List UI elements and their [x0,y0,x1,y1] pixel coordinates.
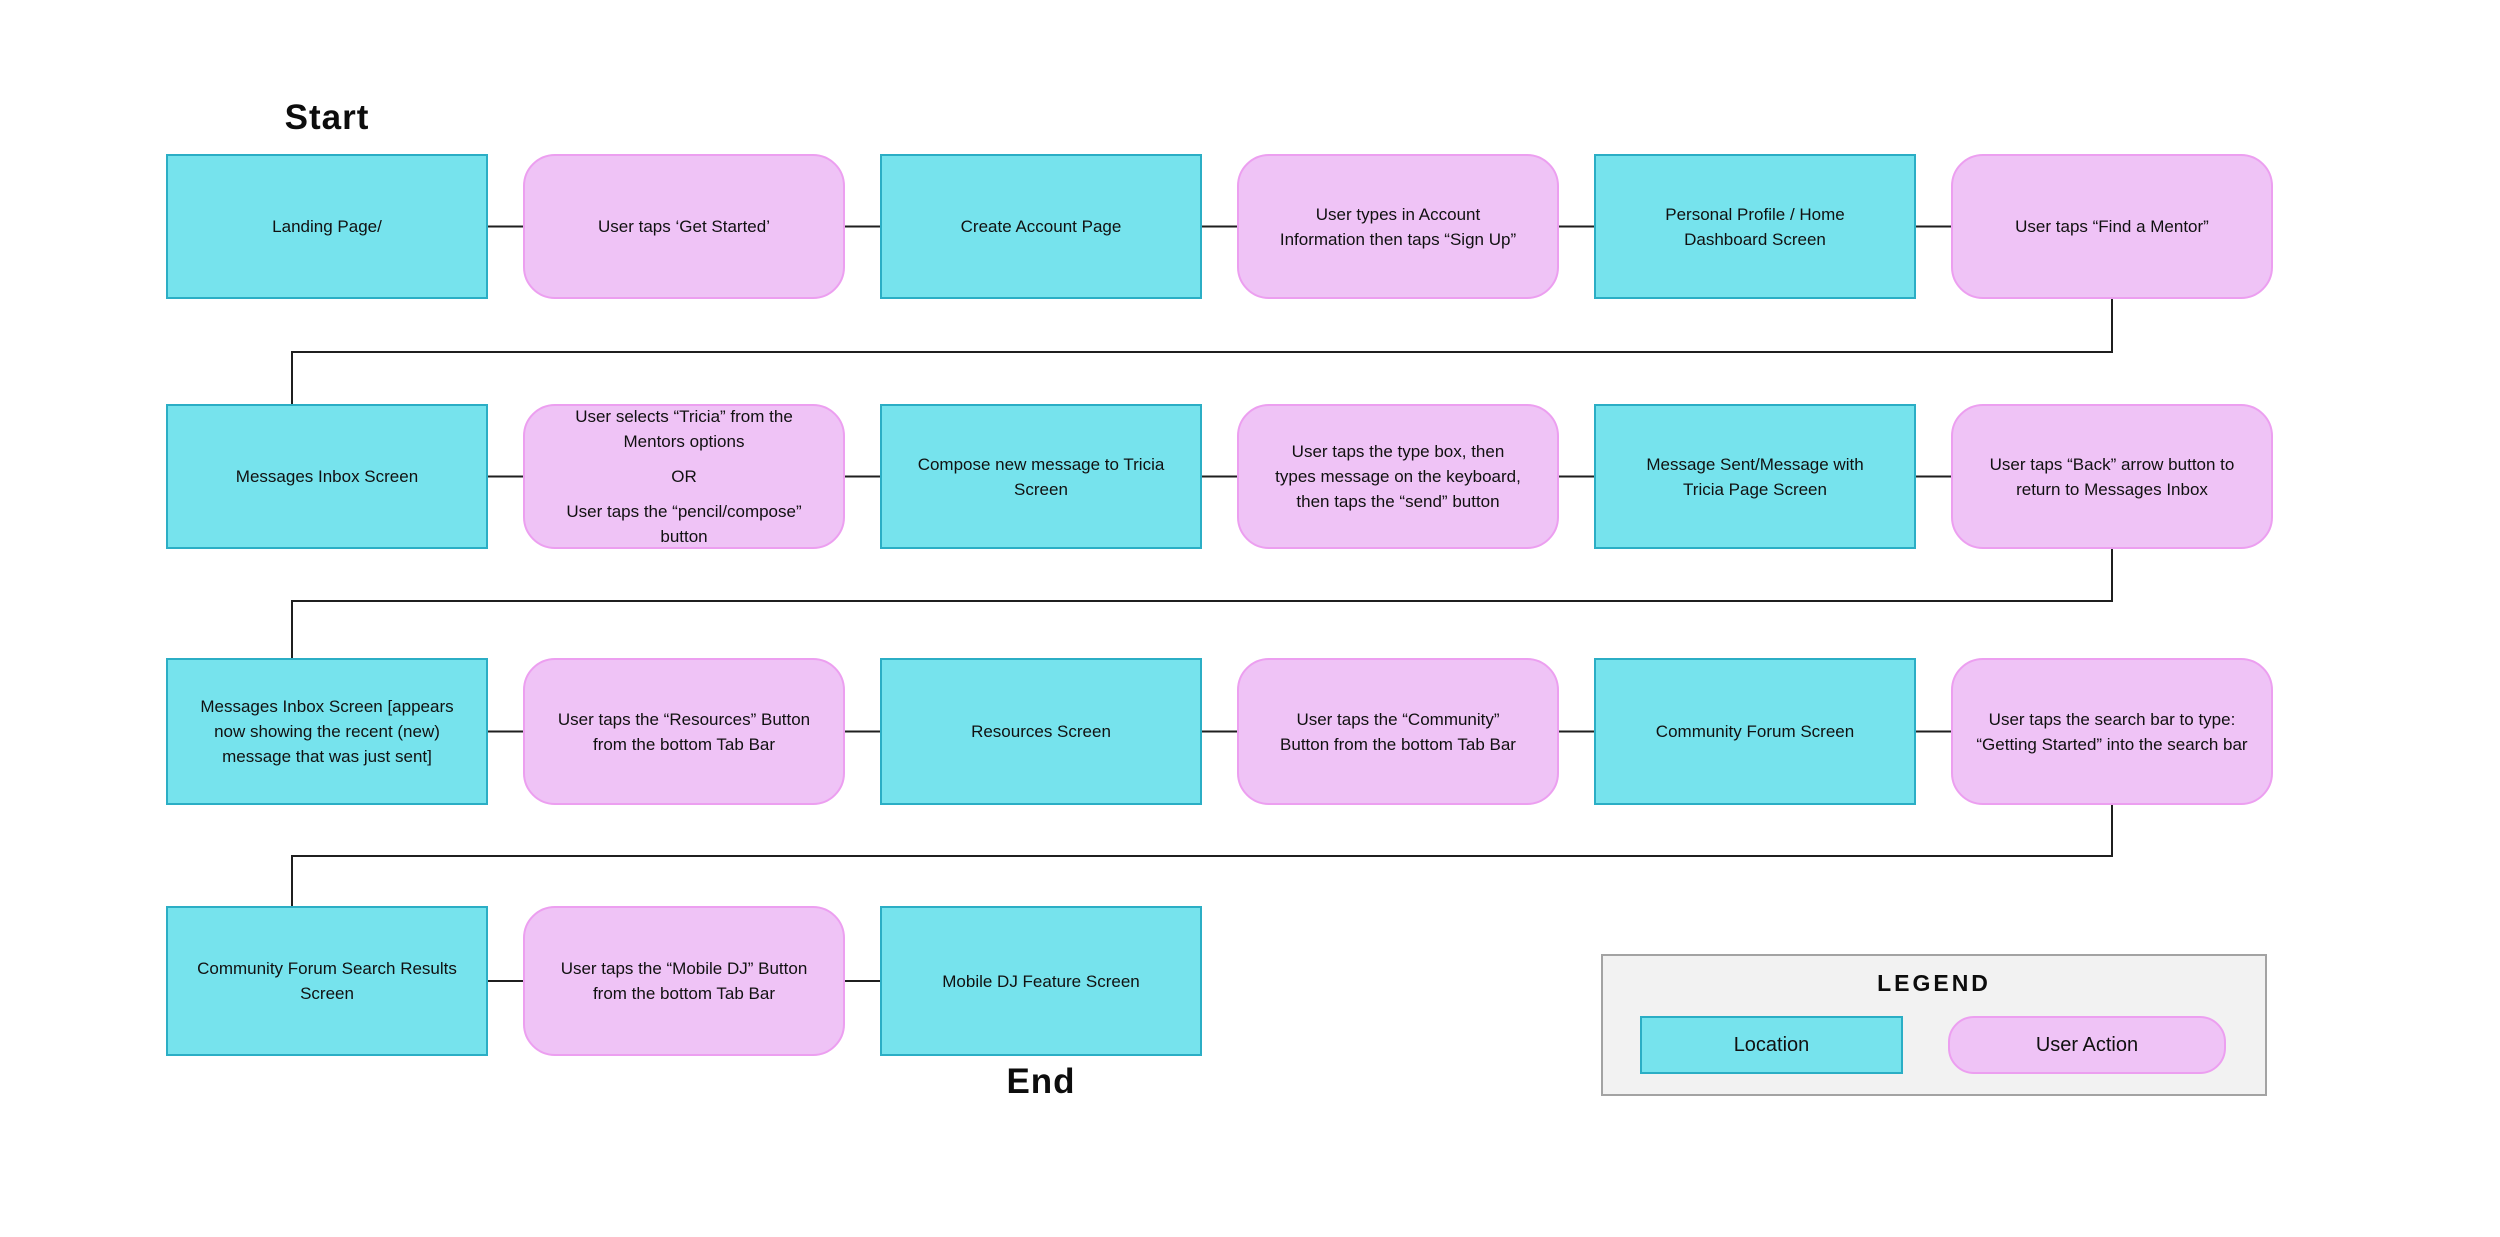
node-r3c2-user-action: User taps the “Resources” Button from the… [523,658,845,805]
legend-user-action-swatch: User Action [1948,1016,2226,1074]
node-text: Landing Page/ [272,214,382,239]
node-text-line: Create Account Page [960,217,1122,236]
node-r3c4-user-action: User taps the “Community” Button from the… [1237,658,1559,805]
node-text-line: Resources Screen [971,722,1111,741]
node-r2c4-user-action: User taps the type box, then types messag… [1237,404,1559,549]
node-text-line: from the bottom Tab Bar [592,734,776,754]
node-text-line: User taps ‘Get Started’ [598,217,770,236]
node-r3c1-location: Messages Inbox Screen [appears now showin… [166,658,488,805]
start-label: Start [284,98,370,137]
node-text-line: User taps the “Mobile DJ” Button [560,959,808,978]
node-text-line: Button from the bottom Tab Bar [1280,734,1516,754]
node-text: User taps “Find a Mentor” [2015,214,2209,239]
connector-row3-to-row4 [291,805,2113,906]
node-text-line: types message on the keyboard, [1275,467,1521,486]
node-r4c3-location: Mobile DJ Feature Screen [880,906,1202,1056]
node-text-line: User taps the “Community” [1296,709,1500,729]
node-text-line: Landing Page/ [272,217,382,236]
legend-location-swatch: Location [1640,1016,1903,1074]
legend-location-label: Location [1733,1033,1810,1056]
node-r1c3-location: Create Account Page [880,154,1202,299]
node-text-line: Mentors options [623,432,745,451]
node-text-line: Dashboard Screen [1684,229,1826,249]
node-text-line: Mobile DJ Feature Screen [942,971,1140,991]
node-text-line: Screen [1014,479,1068,499]
node-text-line: Message Sent/Message with [1646,454,1864,474]
node-text-line: Community Forum Screen [1655,722,1855,741]
legend: LEGEND Location User Action [1601,954,2267,1096]
node-text-line: Information then taps “Sign Up” [1279,229,1517,249]
node-text: User taps the “pencil/compose” button [566,499,801,549]
node-text: User taps the type box, then types messag… [1275,439,1521,514]
node-text: Messages Inbox Screen [appears now showin… [200,694,453,769]
node-text-line: message that was just sent] [222,747,432,766]
node-text: Mobile DJ Feature Screen [942,969,1139,994]
node-text-line: Tricia Page Screen [1683,479,1827,499]
node-text-line: Messages Inbox Screen [appears [200,697,454,716]
node-text: User taps the “Resources” Button from the… [558,707,810,757]
legend-title: LEGEND [1877,970,1991,996]
node-r1c6-user-action: User taps “Find a Mentor” [1951,154,2273,299]
node-text-line: return to Messages Inbox [2016,479,2208,499]
node-text: User taps the search bar to type: “Gettin… [1976,707,2247,757]
node-text-line: Personal Profile / Home [1665,204,1845,224]
node-text-line: User taps the “pencil/compose” [566,502,802,521]
node-text: User taps ‘Get Started’ [598,214,770,239]
node-text-line: User taps the “Resources” Button [557,709,811,729]
node-text-line: from the bottom Tab Bar [592,984,776,1003]
node-text-line: now showing the recent (new) [214,722,440,741]
node-text-line: “Getting Started” into the search bar [1976,734,2248,754]
node-text-line: User taps “Find a Mentor” [2015,217,2209,236]
connector-row2-to-row3 [291,549,2113,658]
node-r1c2-user-action: User taps ‘Get Started’ [523,154,845,299]
node-text-line: button [660,527,708,546]
node-text: User taps the “Mobile DJ” Button from the… [561,956,808,1006]
node-text: User taps the “Community” Button from the… [1280,707,1516,757]
node-text: Resources Screen [971,719,1111,744]
node-text-line: Screen [300,984,354,1003]
node-text-line: User taps “Back” arrow button to [1989,454,2235,474]
node-r3c5-location: Community Forum Screen [1594,658,1916,805]
legend-user-action-label: User Action [2035,1033,2139,1056]
node-text: Messages Inbox Screen [236,464,418,489]
node-r3c3-location: Resources Screen [880,658,1202,805]
node-text-line: User selects “Tricia” from the [575,407,793,426]
node-text-line: Messages Inbox Screen [235,467,419,486]
node-r1c1-location: Landing Page/ [166,154,488,299]
node-text-line: User types in Account [1315,204,1481,224]
connector-row1-to-row2 [291,299,2113,404]
end-label: End [1006,1062,1076,1101]
node-text-line: User taps the type box, then [1291,442,1505,461]
node-text: User taps “Back” arrow button to return t… [1990,452,2235,502]
node-r2c6-user-action: User taps “Back” arrow button to return t… [1951,404,2273,549]
node-text: Community Forum Screen [1656,719,1854,744]
node-text-line: then taps the “send” button [1296,492,1500,511]
node-r4c2-user-action: User taps the “Mobile DJ” Button from the… [523,906,845,1056]
node-text-line: Community Forum Search Results [197,959,457,978]
node-text: Create Account Page [961,214,1122,239]
node-text-line: OR [671,467,697,486]
node-r2c1-location: Messages Inbox Screen [166,404,488,549]
node-text: OR [671,464,697,489]
node-text-line: Compose new message to Tricia [917,454,1165,474]
node-r3c6-user-action: User taps the search bar to type: “Gettin… [1951,658,2273,805]
node-text-line: User taps the search bar to type: [1988,709,2236,729]
